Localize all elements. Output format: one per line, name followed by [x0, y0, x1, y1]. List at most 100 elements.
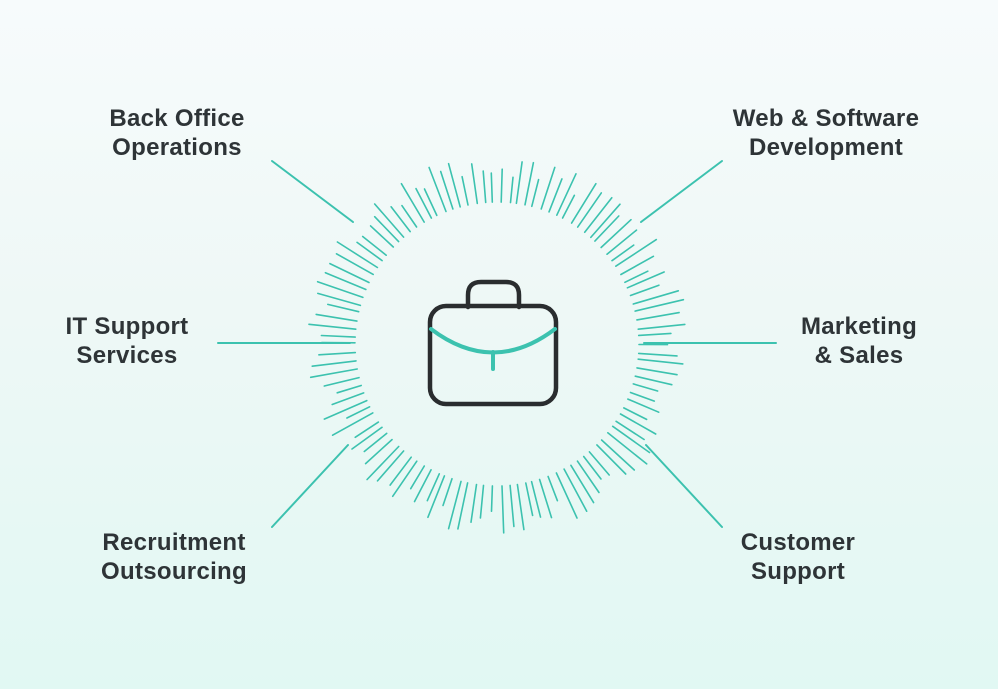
label-line: IT Support	[65, 313, 189, 340]
sunburst-tick	[323, 376, 360, 387]
sunburst-tick	[509, 176, 514, 204]
sunburst-tick	[373, 203, 405, 238]
sunburst-tick	[369, 225, 395, 248]
sunburst-tick	[482, 170, 487, 204]
sunburst-tick	[627, 398, 660, 414]
sunburst-tick	[614, 238, 658, 268]
sunburst-tick	[427, 475, 446, 519]
sunburst-tick	[351, 426, 383, 450]
sunburst-tick	[391, 460, 418, 498]
label-recruitment-outsourcing: Recruitment Outsourcing	[44, 528, 304, 586]
briefcase-flap	[429, 327, 557, 355]
sunburst-tick	[583, 196, 613, 234]
sunburst-tick	[619, 413, 657, 435]
sunburst-tick	[501, 485, 505, 534]
sunburst-tick	[311, 360, 357, 368]
connector-line	[271, 444, 349, 528]
sunburst-tick	[600, 218, 632, 249]
label-line: & Sales	[814, 342, 904, 369]
sunburst-tick	[413, 468, 432, 503]
sunburst-tick	[515, 161, 523, 205]
sunburst-tick	[561, 194, 576, 219]
sunburst-tick	[637, 352, 678, 357]
sunburst-tick	[373, 215, 400, 243]
sunburst-tick	[524, 482, 534, 517]
sunburst-tick	[442, 477, 453, 507]
briefcase-icon	[427, 279, 559, 407]
sunburst-tick	[376, 450, 405, 482]
sunburst-tick	[547, 475, 559, 502]
sunburst-tick	[538, 478, 553, 519]
sunburst-tick	[636, 311, 680, 321]
sunburst-tick	[363, 432, 388, 453]
label-line: Customer	[740, 529, 856, 556]
sunburst-tick	[490, 172, 494, 203]
sunburst-tick	[324, 271, 367, 291]
sunburst-tick	[318, 351, 357, 356]
sunburst-tick	[516, 483, 525, 531]
sunburst-tick	[364, 438, 393, 465]
sunburst-tick	[356, 241, 383, 262]
briefcase-handle	[465, 279, 522, 310]
label-line: Back Office	[109, 105, 245, 132]
sunburst-tick	[461, 175, 469, 206]
connector-line	[271, 160, 354, 223]
sunburst-tick	[329, 262, 370, 284]
briefcase-body	[427, 303, 559, 407]
sunburst-tick	[570, 464, 595, 504]
sunburst-tick	[611, 244, 635, 262]
sunburst-tick	[331, 392, 365, 406]
label-line: Operations	[112, 134, 242, 161]
sunburst-tick	[582, 455, 602, 480]
sunburst-tick	[500, 168, 504, 203]
label-web-software-development: Web & Software Development	[696, 104, 956, 162]
sunburst-tick	[594, 215, 620, 242]
sunburst-tick	[540, 166, 556, 210]
sunburst-tick	[555, 472, 578, 519]
sunburst-tick	[426, 472, 441, 502]
sunburst-tick	[530, 178, 540, 208]
sunburst-tick	[570, 182, 597, 224]
label-line: Development	[748, 134, 903, 161]
sunburst-tick	[596, 444, 627, 475]
label-line: Web & Software	[732, 105, 920, 132]
sunburst-tick	[576, 192, 603, 228]
sunburst-tick	[524, 161, 535, 206]
sunburst-tick	[611, 425, 651, 454]
sunburst-tick	[634, 298, 685, 312]
sunburst-ticks	[308, 161, 686, 534]
sunburst-tick	[637, 332, 672, 337]
sunburst-tick	[530, 480, 542, 518]
sunburst-tick	[615, 420, 645, 441]
sunburst-tick	[354, 421, 380, 439]
sunburst-tick	[346, 405, 371, 419]
label-line: Services	[76, 342, 178, 369]
sunburst-tick	[509, 484, 515, 528]
sunburst-tick	[629, 391, 656, 402]
sunburst-tick	[457, 482, 469, 530]
connector-line	[645, 444, 723, 528]
sunburst-tick	[470, 483, 478, 524]
sunburst-tick	[400, 182, 426, 223]
sunburst-tick	[316, 280, 364, 299]
sunburst-tick	[320, 334, 357, 338]
sunburst-tick	[390, 206, 412, 233]
sunburst-tick	[632, 289, 680, 305]
sunburst-tick	[548, 178, 563, 213]
sunburst-tick	[361, 235, 388, 256]
sunburst-tick	[634, 375, 673, 386]
sunburst-tick	[331, 412, 374, 437]
sunburst-tick	[323, 399, 368, 420]
sunburst-tick	[470, 163, 479, 205]
label-customer-support: Customer Support	[678, 528, 918, 586]
label-back-office-operations: Back Office Operations	[57, 104, 297, 162]
sunburst-tick	[366, 445, 400, 481]
sunburst-tick	[563, 468, 588, 513]
sunburst-tick	[600, 439, 636, 471]
sunburst-tick	[389, 456, 413, 486]
sunburst-tick	[606, 431, 648, 465]
connector-lines	[217, 160, 777, 528]
sunburst-tick	[316, 292, 362, 307]
sunburst-tick	[423, 188, 438, 217]
label-line: Marketing	[800, 313, 918, 340]
